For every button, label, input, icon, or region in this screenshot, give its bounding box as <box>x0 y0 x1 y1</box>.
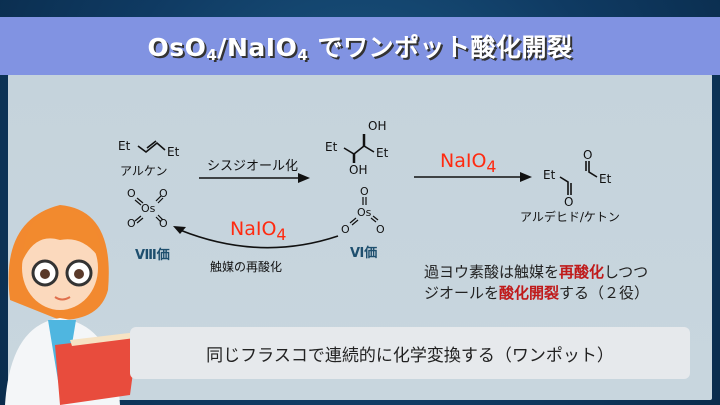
alkene-bond <box>137 141 166 154</box>
ketone-et: Et <box>599 172 612 186</box>
ketone-o: O <box>583 148 593 162</box>
note-text: 過ヨウ素酸は触媒を <box>424 263 560 281</box>
diol-et-left: Et <box>325 140 338 154</box>
regeneration-reagent: NaIO4 <box>230 218 287 244</box>
product-label: アルデヒド/ケトン <box>520 210 620 224</box>
os6-o: O <box>376 223 385 236</box>
regeneration-label: 触媒の再酸化 <box>210 260 283 274</box>
summary-text: 同じフラスコで連続的に化学変換する（ワンポット） <box>206 345 614 366</box>
note-line-2: ジオールを酸化開裂する（２役） <box>424 283 649 304</box>
diol-oh-bottom: OH <box>349 163 368 177</box>
os8-valence: Ⅷ価 <box>135 248 170 263</box>
os8-o: O <box>159 217 168 230</box>
ketone-bond <box>588 161 598 178</box>
reagent-sub: 4 <box>486 156 497 176</box>
title-sub: 4 <box>297 46 309 64</box>
alkene-et-right: Et <box>167 145 180 159</box>
os8-os: Os <box>141 202 156 215</box>
os6-os: Os <box>357 206 372 219</box>
page-title: OsO4/NaIO4 でワンポット酸化開裂 <box>148 28 573 64</box>
os6-valence: Ⅵ価 <box>350 246 378 261</box>
note-text: しつつ <box>604 263 649 281</box>
alkene-double-bond <box>146 140 157 149</box>
title-text: でワンポット酸化開裂 <box>308 33 573 62</box>
dihydroxylation-label: シスジオール化 <box>207 159 299 174</box>
note-emphasis: 再酸化 <box>559 263 605 281</box>
os6-o: O <box>341 223 350 236</box>
note-line-1: 過ヨウ素酸は触媒を再酸化しつつ <box>424 262 649 283</box>
explanation-note: 過ヨウ素酸は触媒を再酸化しつつ ジオールを酸化開裂する（２役） <box>424 262 649 304</box>
title-text: /NaIO <box>217 33 298 62</box>
scientist-illustration <box>5 205 138 405</box>
title-sub: 4 <box>206 46 218 64</box>
aldehyde-o: O <box>564 195 574 209</box>
note-text: する（２役） <box>559 284 650 302</box>
alkene-label: アルケン <box>120 164 168 178</box>
reagent-sub: 4 <box>276 224 287 244</box>
diol-bond <box>343 145 375 155</box>
note-text: ジオールを <box>424 284 500 302</box>
note-emphasis: 酸化開裂 <box>499 284 560 302</box>
summary-box: 同じフラスコで連続的に化学変換する（ワンポット） <box>130 327 690 379</box>
reagent-text: NaIO <box>230 218 277 240</box>
os8-o: O <box>127 187 136 200</box>
cleavage-reagent: NaIO4 <box>440 150 497 176</box>
diol-et-right: Et <box>376 146 389 160</box>
arrow-regeneration <box>179 229 339 249</box>
aldehyde-et: Et <box>543 168 556 182</box>
alkene-et-left: Et <box>118 139 131 153</box>
os6-o: O <box>360 185 369 198</box>
title-text: OsO <box>147 33 207 62</box>
os8-o: O <box>127 217 136 230</box>
title-banner: OsO4/NaIO4 でワンポット酸化開裂 <box>0 17 720 75</box>
aldehyde-bond <box>559 176 569 195</box>
diol-oh-top: OH <box>368 119 387 133</box>
reagent-text: NaIO <box>440 150 487 172</box>
os8-o: O <box>159 187 168 200</box>
